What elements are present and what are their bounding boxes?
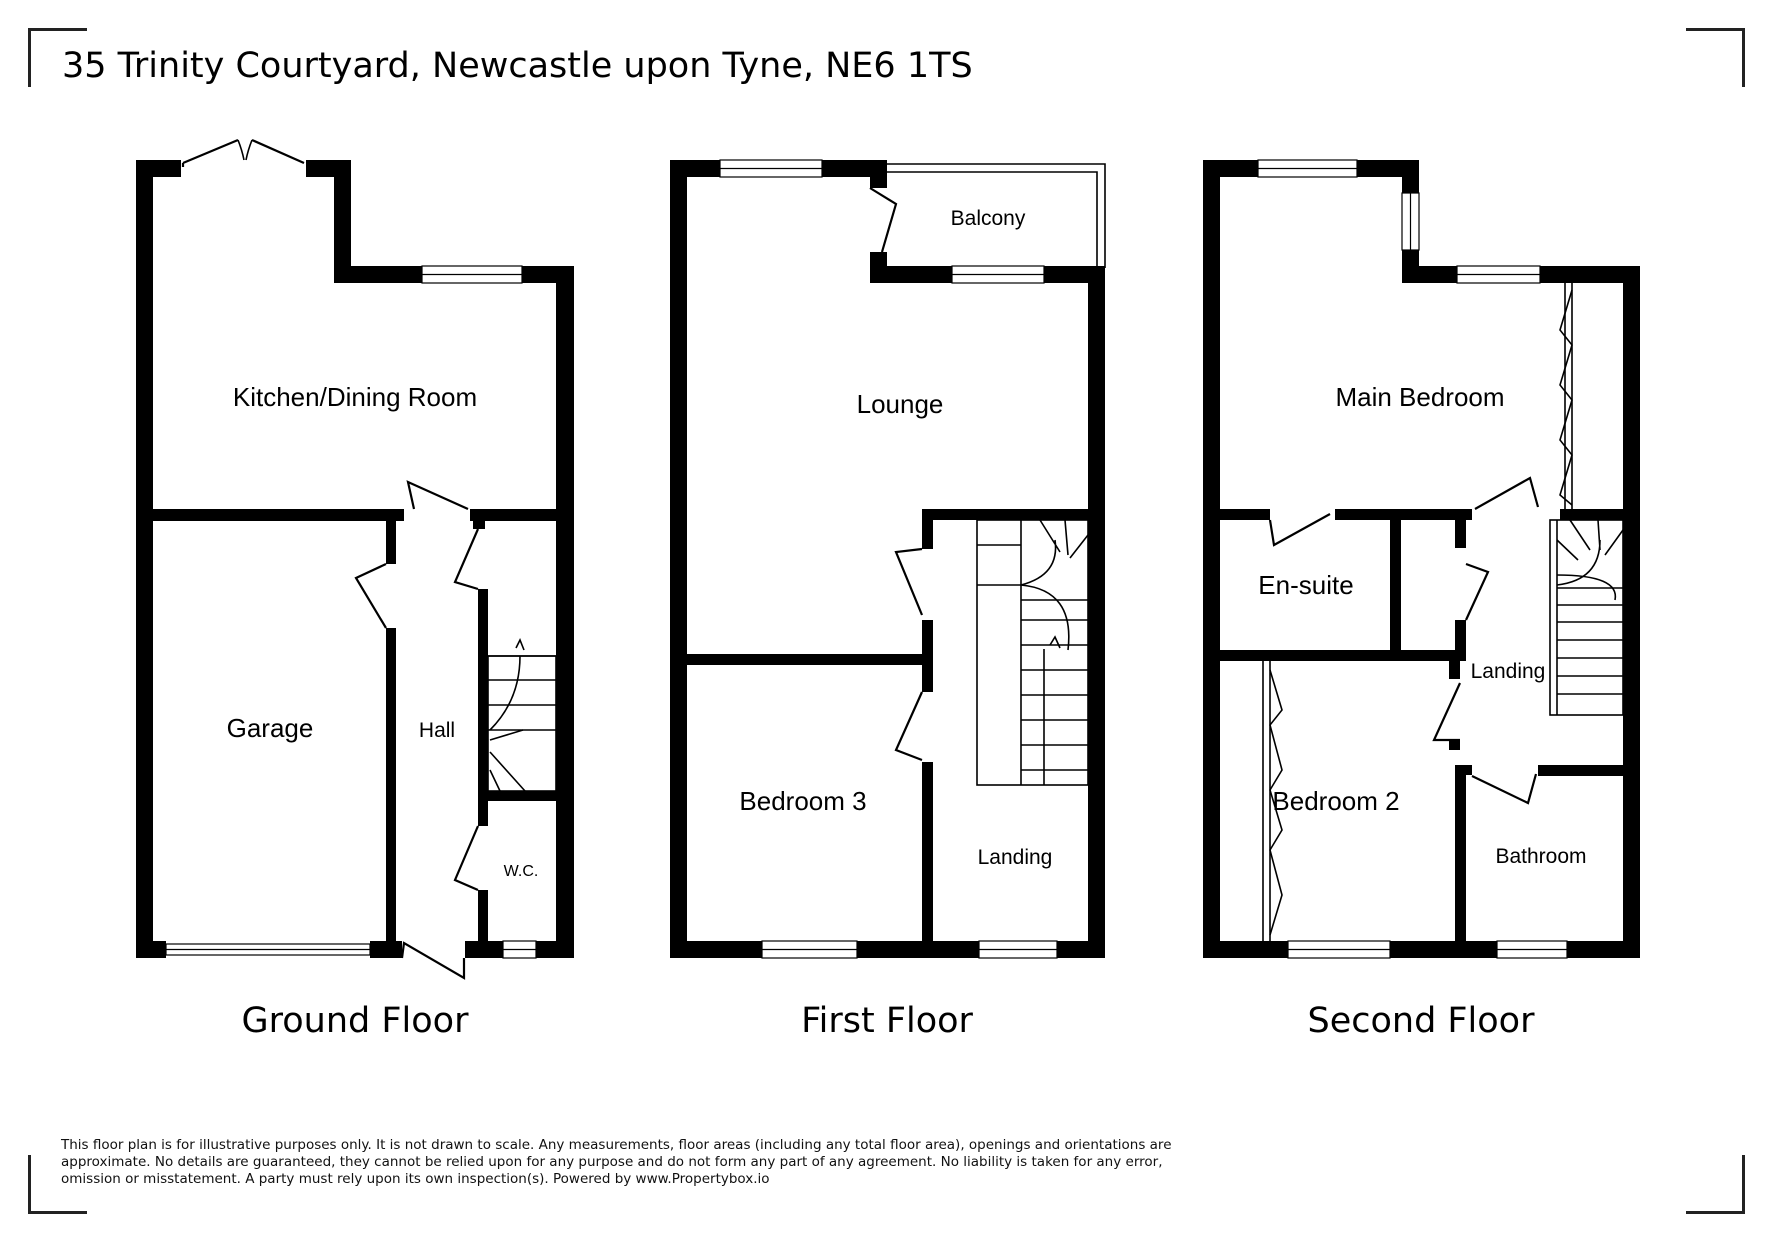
room-label-lounge: Lounge <box>857 389 944 419</box>
stairs-first <box>976 519 1089 786</box>
room-label-bathroom: Bathroom <box>1495 845 1586 868</box>
stairs-ground <box>487 638 557 792</box>
window-kitchen <box>421 265 523 284</box>
window-bedroom2 <box>1287 940 1391 959</box>
ground-floor-plan: Kitchen/Dining Room Garage Hall W.C. Gro… <box>136 138 574 1041</box>
floor-label-ground: Ground Floor <box>242 1001 470 1041</box>
window-main-bedroom-side <box>1401 192 1420 251</box>
frame-corner-top-right <box>1686 28 1745 87</box>
window-lounge-top <box>719 159 823 178</box>
room-label-landing-second: Landing <box>1471 660 1546 683</box>
room-label-en-suite: En-suite <box>1258 570 1353 600</box>
frame-corner-bottom-right <box>1686 1155 1745 1214</box>
room-label-bedroom3: Bedroom 3 <box>739 786 866 816</box>
window-bathroom <box>1496 940 1568 959</box>
disclaimer-line-2: approximate. No details are guaranteed, … <box>61 1154 1163 1170</box>
first-floor-plan: Balcony Lounge Bedroom 3 Landing First F… <box>670 159 1106 1041</box>
room-label-garage: Garage <box>227 713 314 743</box>
property-address-title: 35 Trinity Courtyard, Newcastle upon Tyn… <box>62 46 973 86</box>
window-bedroom3 <box>761 940 858 959</box>
room-label-hall: Hall <box>419 719 455 742</box>
frame-corner-bottom-left <box>28 1155 87 1214</box>
floor-label-first: First Floor <box>801 1001 973 1041</box>
window-main-bedroom-right <box>1456 265 1541 284</box>
room-label-bedroom2: Bedroom 2 <box>1272 786 1399 816</box>
disclaimer-line-1: This floor plan is for illustrative purp… <box>61 1137 1172 1153</box>
window-lounge-balcony <box>951 265 1045 284</box>
second-floor-plan: Main Bedroom En-suite Landing Bedroom 2 … <box>1203 159 1640 1041</box>
disclaimer-line-3: omission or misstatement. A party must r… <box>61 1171 770 1187</box>
window-landing-first <box>978 940 1058 959</box>
room-label-kitchen-dining: Kitchen/Dining Room <box>233 382 477 412</box>
room-label-main-bedroom: Main Bedroom <box>1335 382 1504 412</box>
room-label-wc: W.C. <box>504 863 539 880</box>
room-label-balcony: Balcony <box>951 207 1026 230</box>
window-main-bedroom-top <box>1257 159 1358 178</box>
stairs-second <box>1549 519 1624 716</box>
disclaimer-text: This floor plan is for illustrative purp… <box>61 1137 1261 1188</box>
frame-corner-top-left <box>28 28 87 87</box>
window-wc <box>502 940 537 959</box>
floor-label-second: Second Floor <box>1307 1001 1535 1041</box>
room-label-landing-first: Landing <box>978 846 1053 869</box>
window-garage-door <box>165 943 371 956</box>
